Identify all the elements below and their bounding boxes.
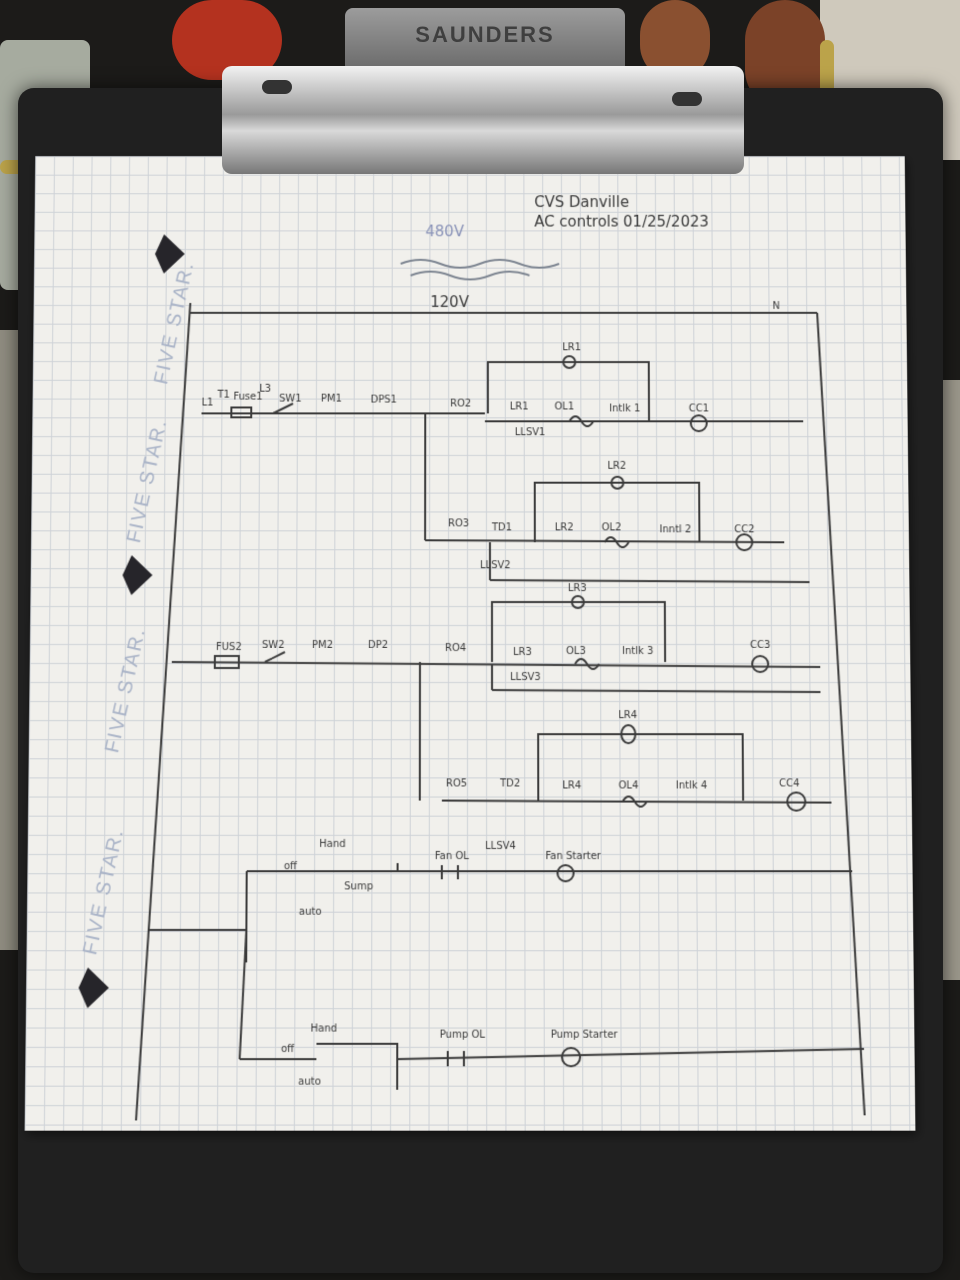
label-auto2: auto (298, 1076, 321, 1088)
label-pm2: PM2 (311, 639, 334, 651)
label-lr2-top: LR2 (607, 460, 627, 472)
label-ol2: OL2 (601, 522, 622, 534)
label-ol1: OL1 (554, 401, 575, 413)
llsv2-line (490, 580, 810, 582)
clip-brand: SAUNDERS (415, 22, 555, 47)
label-fuse1: Fuse1 (233, 391, 263, 403)
label-llsv1: LLSV1 (514, 427, 546, 439)
sw2-symbol (264, 650, 286, 663)
label-hand2: Hand (310, 1023, 338, 1035)
label-t1: T1 (217, 389, 230, 401)
label-llsv4: LLSV4 (485, 840, 516, 853)
label-off2: off (281, 1043, 295, 1056)
label-dps1: DPS1 (370, 394, 397, 406)
label-ol3: OL3 (566, 645, 586, 657)
label-fus2: FUS2 (215, 641, 242, 653)
llsv3-line (492, 690, 820, 692)
label-ro4: RO4 (444, 642, 467, 654)
rail-left (136, 303, 190, 1120)
clip-rivet (262, 80, 292, 94)
label-ol4: OL4 (618, 780, 639, 792)
label-cc2: CC2 (734, 524, 755, 536)
label-intlk1: Intlk 1 (609, 403, 641, 415)
label-td1: TD1 (491, 522, 513, 534)
label-l3: L3 (259, 383, 272, 395)
label-fan-ol: Fan OL (434, 851, 469, 863)
rail-right (817, 313, 864, 1115)
label-ro2: RO2 (450, 398, 472, 410)
ol3-symbol (573, 657, 600, 670)
label-fan-starter: Fan Starter (545, 851, 601, 863)
label-sump: Sump (344, 881, 374, 893)
label-cc4: CC4 (779, 778, 800, 790)
label-llsv2: LLSV2 (479, 560, 511, 572)
label-pump-ol: Pump OL (439, 1029, 486, 1041)
scribble (411, 272, 530, 280)
ladder-diagram (25, 156, 916, 1131)
label-auto1: auto (298, 906, 322, 918)
rung-3 (171, 660, 820, 668)
pump-vertical (240, 930, 247, 1059)
label-intlk2: Inntl 2 (659, 524, 692, 536)
clip-rivet (672, 92, 702, 106)
label-ro5: RO5 (445, 778, 468, 790)
label-lr1-top: LR1 (562, 342, 582, 354)
label-ro3: RO3 (448, 518, 470, 530)
label-pm1: PM1 (320, 393, 342, 405)
scribble (401, 260, 560, 268)
label-lr2: LR2 (554, 522, 574, 534)
label-hand1: Hand (319, 838, 346, 850)
clip-bar[interactable] (222, 66, 744, 174)
label-lr3: LR3 (513, 646, 532, 658)
pump-hoa (316, 1044, 397, 1090)
fan-starter-coil (557, 865, 573, 881)
label-cc1: CC1 (688, 403, 709, 415)
fus2-symbol (213, 654, 240, 669)
label-pump-starter: Pump Starter (550, 1029, 618, 1041)
fan-rung (246, 863, 397, 962)
label-l1: L1 (201, 397, 214, 409)
cc3-coil (750, 654, 769, 673)
sw1-symbol (273, 404, 293, 414)
label-lr4-top: LR4 (618, 710, 638, 722)
rung-4 (442, 801, 832, 803)
lr3-top-lamp (571, 595, 586, 610)
cc1-coil (691, 415, 707, 431)
label-sw1: SW1 (279, 393, 302, 405)
label-cc3: CC3 (750, 639, 771, 651)
label-intlk4: Intlk 4 (675, 780, 708, 792)
label-intlk3: Intlk 3 (622, 645, 654, 657)
pump-rung (397, 1049, 864, 1059)
label-lr4: LR4 (562, 780, 582, 792)
label-off1: off (283, 861, 298, 873)
lr3-branch (490, 601, 667, 662)
label-lr1: LR1 (509, 401, 529, 413)
label-sw2: SW2 (261, 639, 285, 651)
label-dp2: DP2 (367, 639, 389, 651)
pump-starter-coil (562, 1048, 580, 1066)
label-lr3-top: LR3 (567, 583, 587, 595)
paper-sheet: FIVE STAR. FIVE STAR. FIVE STAR. FIVE ST… (24, 156, 916, 1131)
label-td2: TD2 (500, 778, 521, 790)
label-llsv3: LLSV3 (510, 672, 541, 684)
